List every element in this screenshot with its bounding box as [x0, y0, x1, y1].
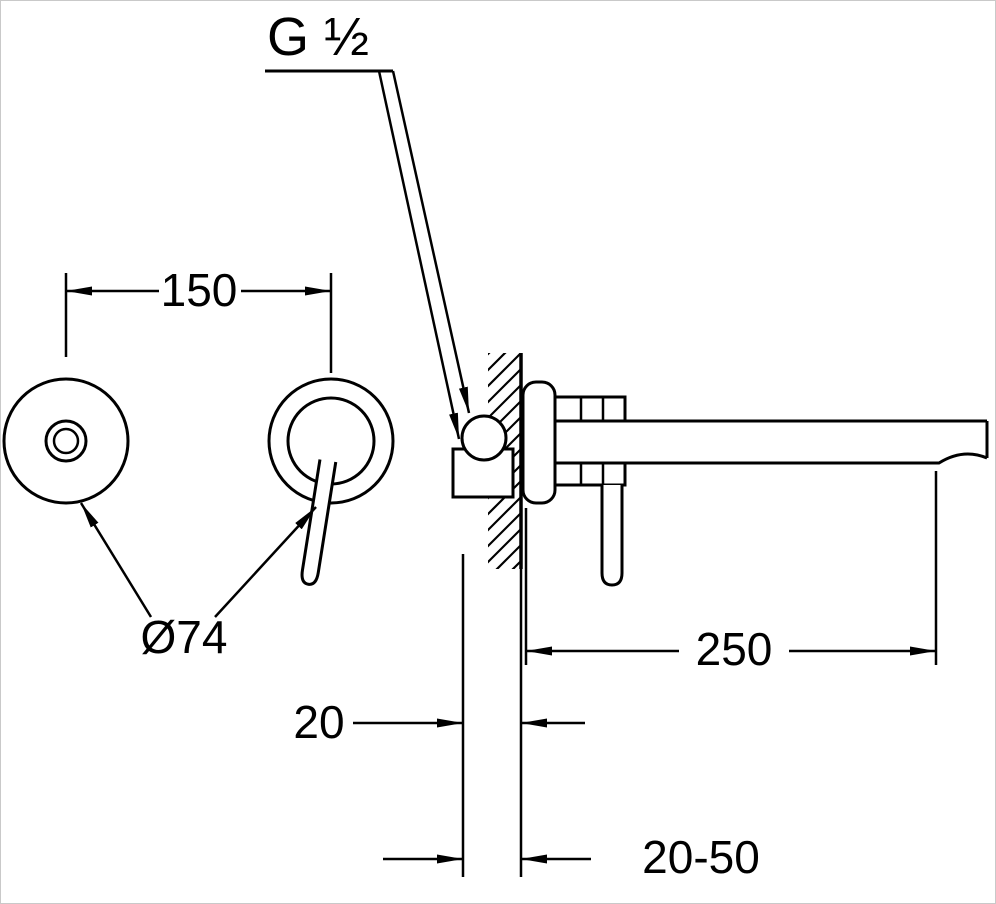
concealed-body-side-view — [451, 414, 515, 499]
handle-escutcheon-front-view — [267, 377, 395, 586]
hatch-line — [488, 495, 521, 532]
plate-offset-dimension: 20 — [293, 554, 585, 877]
spout-bottom-line — [555, 452, 988, 465]
handle-spacing-dimension: 150 — [64, 264, 333, 373]
handle-spacing-label: 150 — [161, 264, 238, 316]
handle-lever — [300, 459, 338, 586]
hatch-line — [488, 383, 521, 420]
escutcheon-diameter-callout: Ø74 — [79, 502, 317, 663]
wall-plate-side — [521, 380, 557, 505]
left-escutcheon-front-view — [2, 377, 130, 505]
hatch-line — [488, 353, 491, 356]
cap-inner-circle — [52, 427, 80, 455]
plate-offset-label: 20 — [293, 696, 344, 748]
inlet-connection-circle — [460, 414, 508, 462]
hatch-line — [488, 511, 521, 548]
leader-line — [214, 506, 317, 618]
leader-line — [79, 502, 153, 618]
spout-projection-label: 250 — [696, 623, 773, 675]
installation-depth-dimension: 20-50 — [383, 831, 760, 883]
spout-projection-dimension: 250 — [524, 471, 938, 675]
hatch-line — [488, 399, 521, 436]
escutcheon-diameter-label: Ø74 — [141, 611, 228, 663]
collar-upper — [553, 395, 627, 423]
hatch-line — [488, 353, 507, 372]
leader-line — [377, 70, 461, 440]
thread-size-callout: G ½ — [265, 7, 471, 440]
installation-depth-label: 20-50 — [642, 831, 760, 883]
collar-lower — [553, 461, 627, 487]
spout-mounting-collar — [553, 395, 627, 487]
leader-line — [391, 70, 471, 414]
hatch-line — [488, 353, 521, 388]
thread-size-label: G ½ — [267, 7, 369, 67]
drop-tube — [600, 485, 624, 587]
hatch-line — [488, 527, 521, 564]
lever-outline — [300, 459, 338, 586]
spout-side-view — [521, 380, 989, 587]
hatch-line — [495, 543, 521, 569]
hatch-line — [488, 367, 521, 404]
